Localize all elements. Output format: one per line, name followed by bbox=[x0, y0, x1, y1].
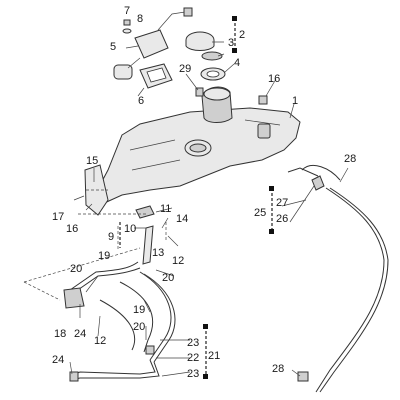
washer-8 bbox=[122, 28, 132, 34]
callout-23-lower: 23 bbox=[187, 368, 199, 380]
callout-22: 22 bbox=[187, 352, 199, 364]
callout-10: 10 bbox=[124, 223, 136, 235]
callout-11: 11 bbox=[160, 203, 171, 215]
vent-hose bbox=[287, 165, 389, 393]
callout-24-upper: 24 bbox=[74, 328, 86, 340]
callout-7: 7 bbox=[124, 5, 130, 17]
fuel-tank bbox=[91, 86, 301, 206]
callout-2: 2 bbox=[239, 29, 245, 41]
callout-15: 15 bbox=[86, 155, 98, 167]
callout-23-upper: 23 bbox=[187, 337, 199, 349]
callout-18: 18 bbox=[54, 328, 66, 340]
callout-6: 6 bbox=[138, 95, 144, 107]
callout-29: 29 bbox=[179, 63, 191, 75]
callout-19-upper: 19 bbox=[98, 250, 110, 262]
callout-20-mid: 20 bbox=[162, 272, 174, 284]
callout-16-upper: 16 bbox=[268, 73, 280, 85]
drain-hoses bbox=[63, 225, 176, 382]
sender-gasket bbox=[139, 63, 173, 89]
fuel-cap bbox=[185, 31, 215, 51]
clip-16-upper bbox=[258, 95, 268, 105]
callout-14: 14 bbox=[176, 213, 188, 225]
screw-7 bbox=[123, 19, 131, 26]
callout-27: 27 bbox=[276, 197, 288, 209]
fuel-level-sender bbox=[113, 7, 193, 80]
callout-24-lower: 24 bbox=[52, 354, 64, 366]
cap-gasket bbox=[201, 51, 223, 61]
callout-5: 5 bbox=[110, 41, 116, 53]
callout-8: 8 bbox=[137, 13, 143, 25]
callout-17: 17 bbox=[52, 211, 64, 223]
callout-12-lower: 12 bbox=[94, 335, 106, 347]
leader-lines bbox=[69, 41, 349, 377]
callout-4: 4 bbox=[234, 57, 240, 69]
callout-16-lower: 16 bbox=[66, 223, 78, 235]
filler-ring bbox=[200, 67, 226, 81]
fitting-29 bbox=[195, 87, 204, 97]
callout-13: 13 bbox=[152, 247, 164, 259]
callout-labels: 1 2 3 4 5 6 7 8 29 16 15 17 16 11 10 9 1… bbox=[52, 5, 356, 380]
callout-25: 25 bbox=[254, 207, 266, 219]
callout-21: 21 bbox=[208, 350, 220, 362]
callout-26: 26 bbox=[276, 213, 288, 225]
callout-20-upper: 20 bbox=[70, 263, 82, 275]
callout-28-upper: 28 bbox=[344, 153, 356, 165]
callout-9: 9 bbox=[108, 231, 114, 243]
callout-28-lower: 28 bbox=[272, 363, 284, 375]
callout-1: 1 bbox=[292, 95, 298, 107]
callout-19-lower: 19 bbox=[133, 304, 145, 316]
callout-3: 3 bbox=[228, 37, 234, 49]
callout-20-lower: 20 bbox=[133, 321, 145, 333]
callout-12-upper: 12 bbox=[172, 255, 184, 267]
